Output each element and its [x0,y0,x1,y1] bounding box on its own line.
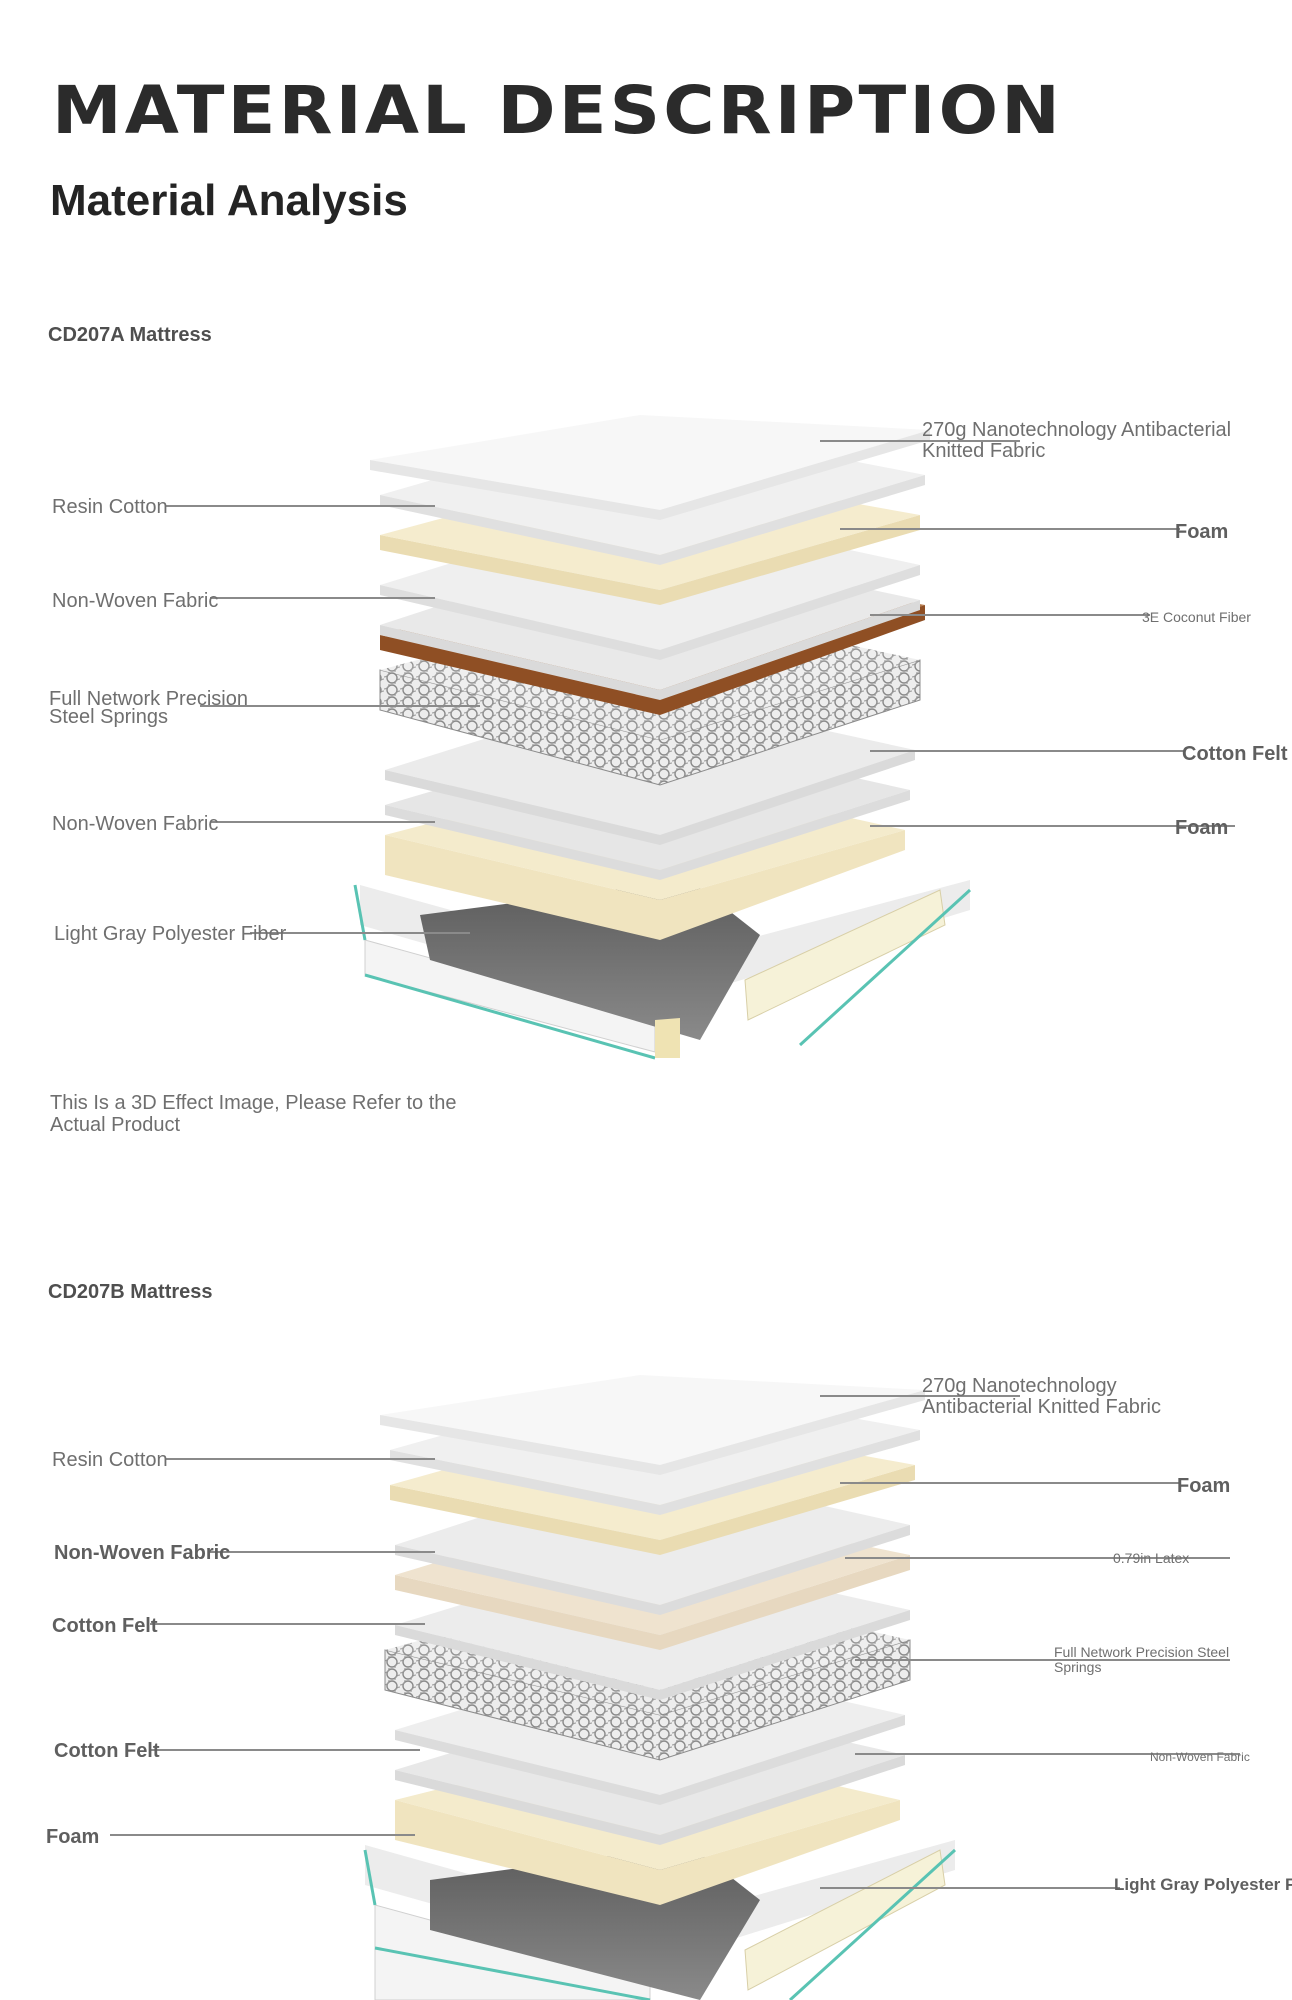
mattress-b-label-polyester-fiber: Light Gray Polyester F [1114,1875,1292,1894]
mattress-a-label-foam-2: Foam [1175,817,1229,839]
mattress-a-leader-lines [165,440,1235,934]
mattress-b-label-latex: 0.79in Latex [1113,1550,1190,1566]
mattress-a-label-non-woven-2: Non-Woven Fabric [52,813,219,835]
mattress-a-label-polyester-fiber: Light Gray Polyester Fiber [54,923,287,945]
mattress-a-label-non-woven-1: Non-Woven Fabric [52,590,219,612]
page-subheading: Material Analysis [50,176,408,225]
mattress-b-leader-lines [110,1395,1240,1889]
mattress-b-label-cotton-felt-2: Cotton Felt [54,1740,160,1762]
mattress-b-frame [363,1840,957,2000]
mattress-b-label-top-fabric: 270g Nanotechnology Antibacterial Knitte… [922,1375,1162,1418]
mattress-a-label-foam-1: Foam [1175,521,1229,543]
mattress-a-top-fabric [370,415,930,520]
mattress-a-label-cotton-felt: Cotton Felt [1182,743,1288,765]
page-heading: MATERIAL DESCRIPTION [52,72,1063,149]
mattress-a-label-springs: Full Network Precision Steel Springs [49,688,248,728]
mattress-b-label-springs: Full Network Precision Steel Springs [1054,1644,1230,1675]
mattress-b-label-foam-2: Foam [46,1826,100,1848]
mattress-b-label-resin-cotton: Resin Cotton [52,1449,168,1471]
mattress-b-title: CD207B Mattress [48,1281,213,1303]
mattress-a-label-resin-cotton: Resin Cotton [52,496,168,518]
mattress-a-disclaimer: This Is a 3D Effect Image, Please Refer … [50,1092,457,1136]
mattress-b-label-non-woven-1: Non-Woven Fabric [54,1542,231,1564]
mattress-a-label-coconut-fiber: 3E Coconut Fiber [1142,609,1251,625]
mattress-b-label-foam-1: Foam [1177,1475,1231,1497]
mattress-a-label-top-fabric: 270g Nanotechnology Antibacterial Knitte… [922,419,1232,462]
mattress-b-label-cotton-felt-1: Cotton Felt [52,1615,158,1637]
mattress-b-top-fabric [380,1375,925,1475]
mattress-a-title: CD207A Mattress [48,324,212,346]
mattress-b-label-non-woven-2: Non-Woven Fabric [1150,1750,1250,1764]
